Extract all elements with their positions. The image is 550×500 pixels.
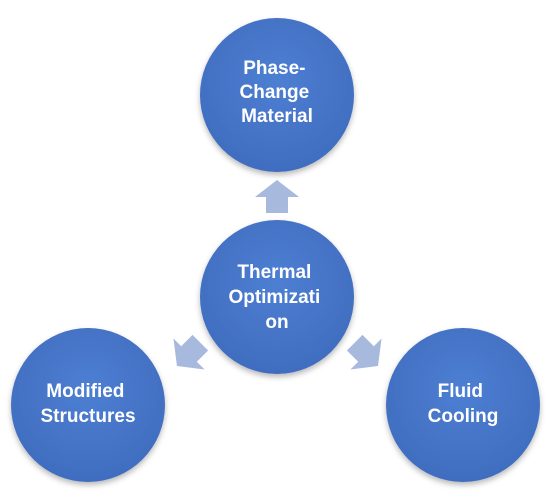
node-top-line-2: Change	[240, 82, 310, 103]
node-top-circle	[200, 18, 354, 172]
node-right-line-2: Cooling	[428, 406, 499, 427]
node-top-label: Phase- Change Material	[240, 58, 315, 127]
node-center: Thermal Optimizati on	[200, 220, 354, 374]
arrow-right	[346, 334, 382, 370]
node-center-line-2: Optimizati	[228, 287, 320, 308]
node-center-line-3: on	[265, 312, 288, 333]
node-left-circle	[11, 328, 165, 482]
arrow-left	[173, 334, 209, 370]
node-left-line-2: Structures	[40, 406, 135, 427]
node-left-label: Modified Structures	[40, 381, 135, 427]
node-left-line-1: Modified	[46, 381, 124, 402]
arrow-down-right-icon	[346, 334, 382, 370]
node-right: Fluid Cooling	[386, 328, 540, 482]
node-left: Modified Structures	[11, 328, 165, 482]
node-right-line-1: Fluid	[438, 381, 483, 402]
node-top-line-1: Phase-	[243, 58, 305, 79]
node-top-line-3: Material	[241, 106, 313, 127]
node-top: Phase- Change Material	[200, 18, 354, 172]
arrow-down-left-icon	[173, 334, 209, 370]
node-right-label: Fluid Cooling	[428, 381, 499, 427]
node-right-circle	[386, 328, 540, 482]
node-center-line-1: Thermal	[237, 262, 311, 283]
node-center-label: Thermal Optimizati on	[228, 262, 325, 333]
arrow-top	[255, 180, 299, 213]
arrow-up-icon	[255, 180, 299, 213]
node-center-circle	[200, 220, 354, 374]
